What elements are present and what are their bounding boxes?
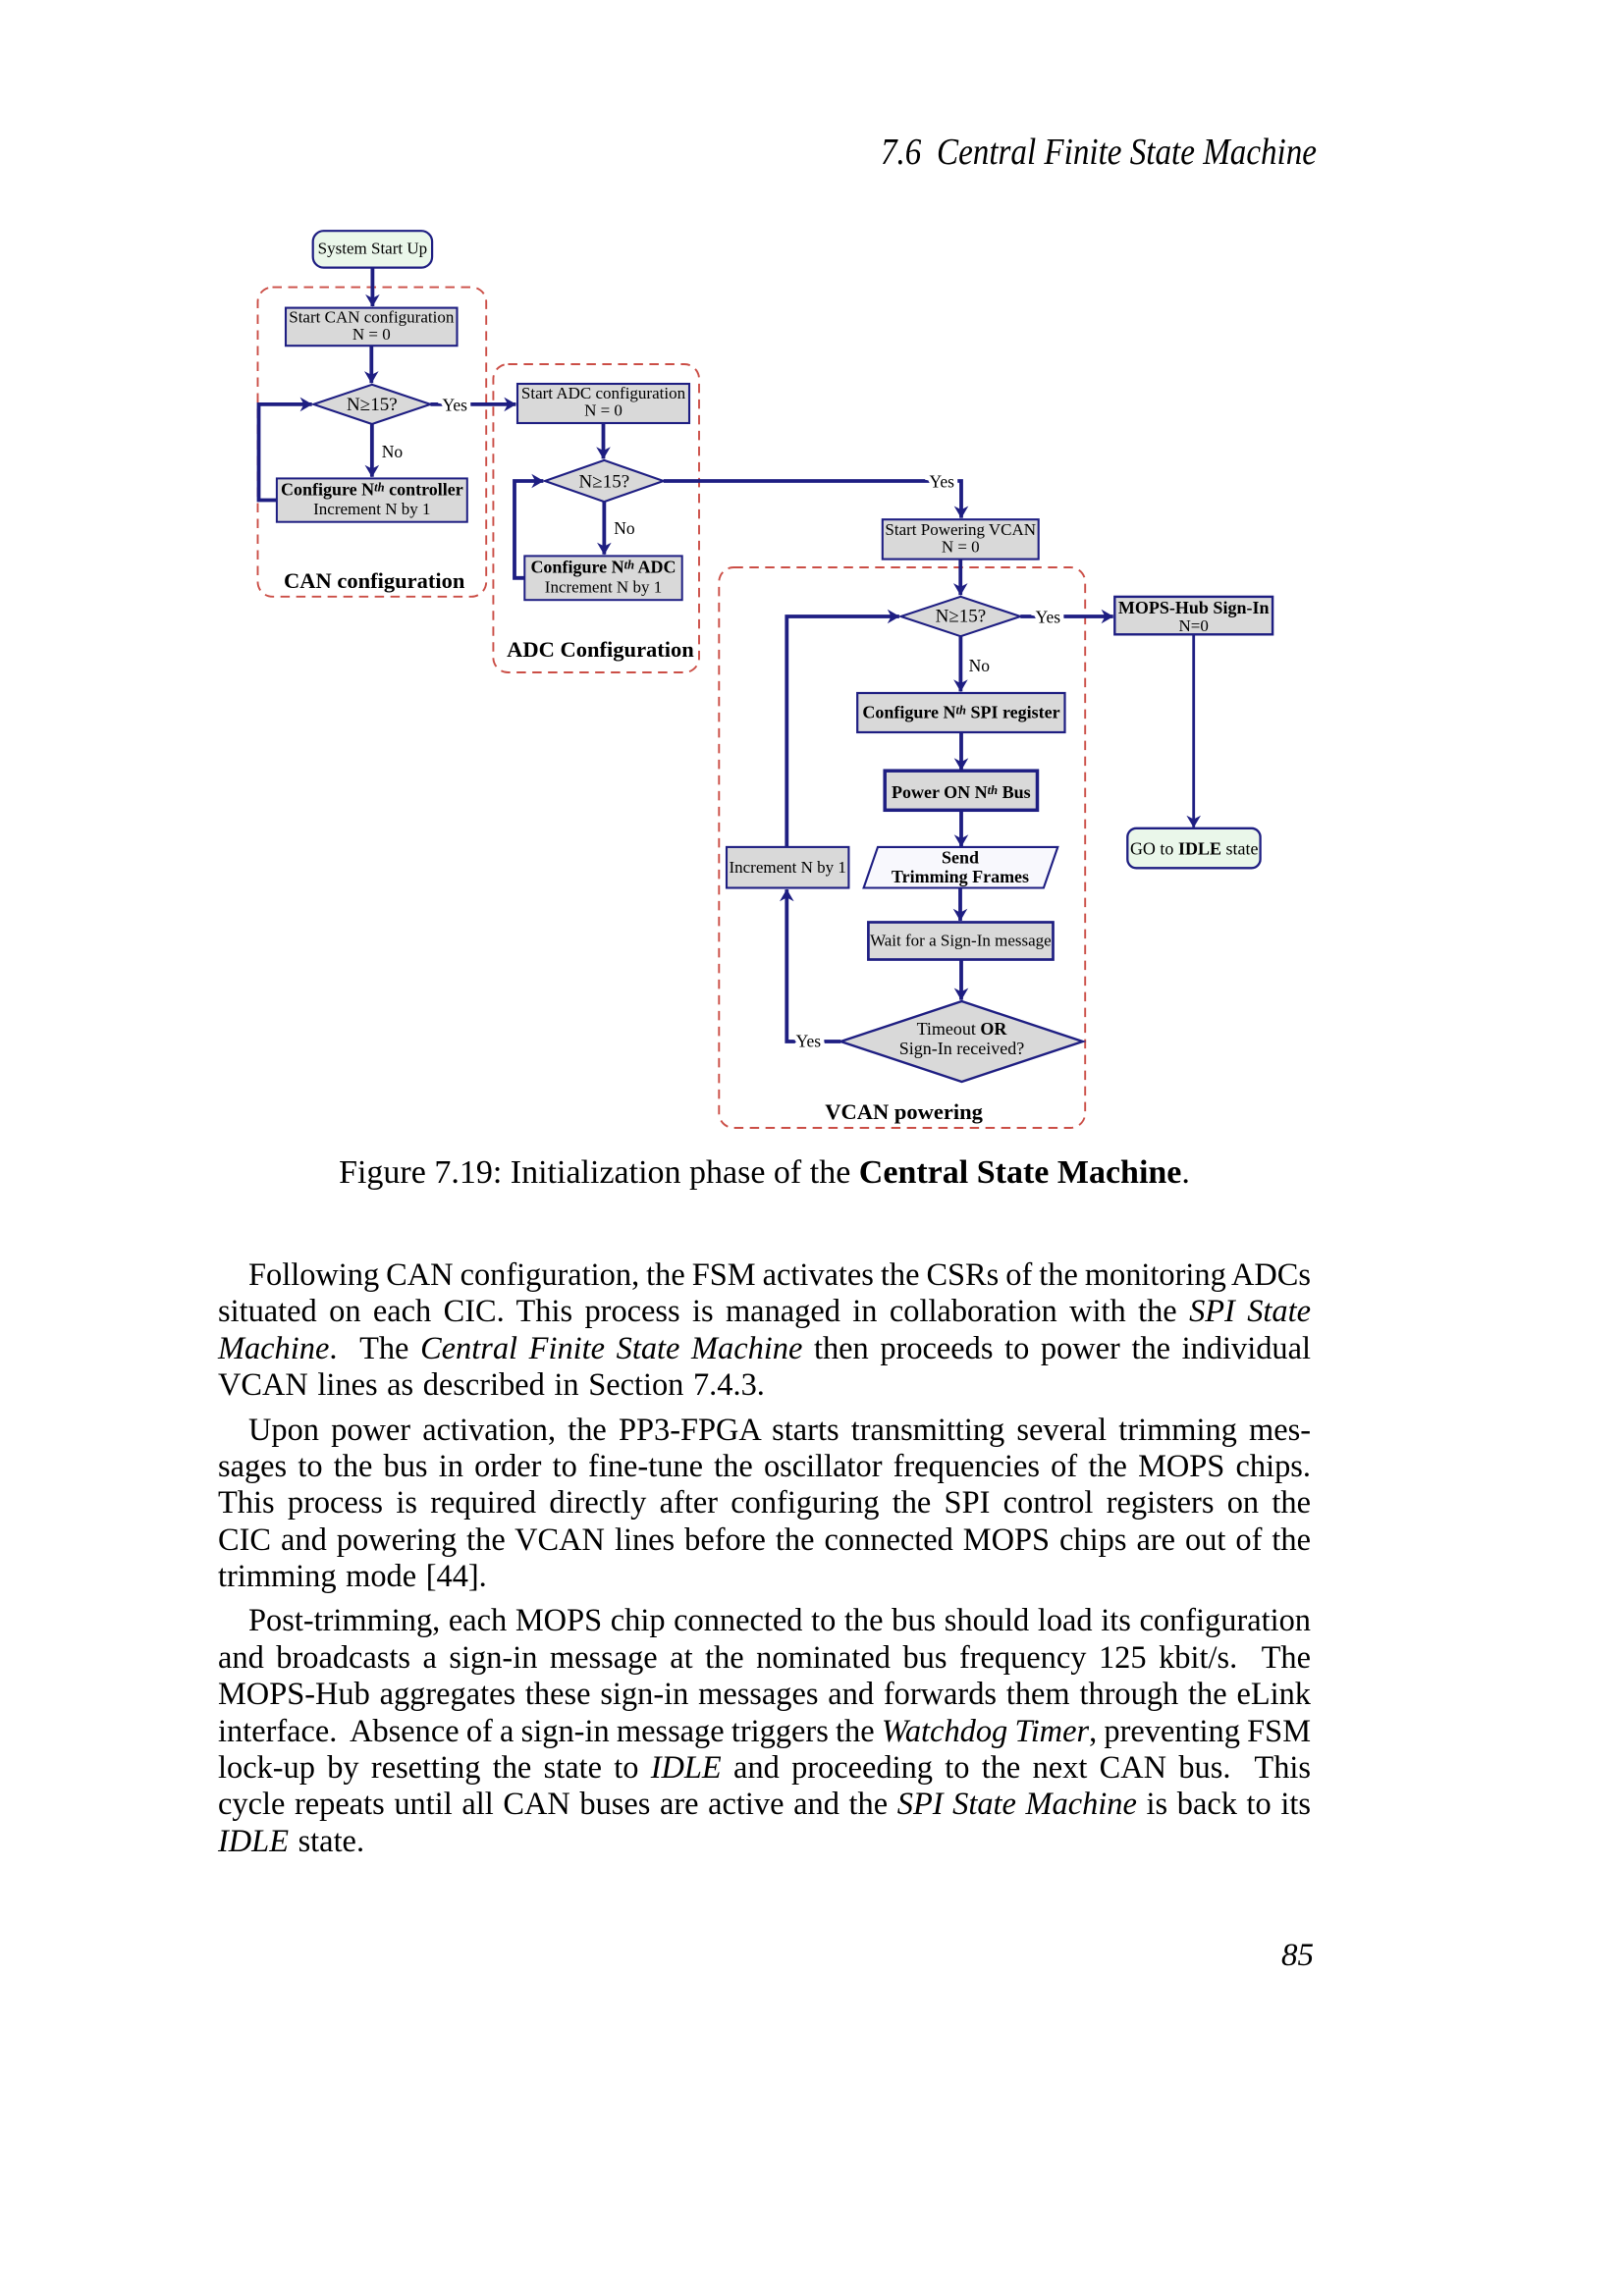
svg-text:Yes: Yes [1036,607,1061,626]
svg-text:N=0: N=0 [1179,616,1209,635]
svg-text:Start Powering VCAN: Start Powering VCAN [885,520,1036,539]
svg-text:No: No [614,518,635,538]
svg-text:Power ON Nth Bus: Power ON Nth Bus [892,782,1031,802]
svg-text:Configure Nth controller: Configure Nth controller [281,479,463,499]
svg-text:N≥15?: N≥15? [579,471,630,492]
svg-text:No: No [969,656,991,675]
svg-text:CAN configuration: CAN configuration [284,568,465,593]
svg-text:VCAN powering: VCAN powering [825,1099,983,1124]
svg-text:Configure Nth SPI register: Configure Nth SPI register [862,703,1059,722]
svg-text:Increment N by 1: Increment N by 1 [313,500,430,518]
svg-text:N = 0: N = 0 [352,325,391,344]
svg-text:N≥15?: N≥15? [347,395,398,415]
svg-text:Start CAN configuration: Start CAN configuration [289,307,455,326]
svg-text:N = 0: N = 0 [584,401,623,420]
svg-text:Trimming Frames: Trimming Frames [892,867,1029,886]
svg-text:Increment N by 1: Increment N by 1 [729,858,845,877]
svg-text:MOPS-Hub Sign-In: MOPS-Hub Sign-In [1118,598,1270,617]
svg-text:Timeout OR: Timeout OR [917,1019,1008,1039]
svg-text:No: No [382,442,404,461]
svg-text:System Start Up: System Start Up [318,240,427,258]
svg-text:Yes: Yes [796,1032,822,1051]
svg-text:Yes: Yes [929,472,954,492]
svg-text:ADC Configuration: ADC Configuration [507,637,694,662]
svg-text:Yes: Yes [442,395,467,414]
svg-text:Send: Send [942,847,979,867]
svg-text:N = 0: N = 0 [942,538,980,557]
svg-text:Increment N by 1: Increment N by 1 [545,578,662,597]
svg-text:Wait for a Sign-In message: Wait for a Sign-In message [870,932,1052,950]
svg-text:N≥15?: N≥15? [936,607,987,627]
svg-text:Configure Nth ADC: Configure Nth ADC [530,558,676,577]
svg-text:Sign-In received?: Sign-In received? [899,1039,1024,1058]
svg-text:Start ADC configuration: Start ADC configuration [521,384,686,402]
svg-text:GO to IDLE state: GO to IDLE state [1130,839,1259,859]
